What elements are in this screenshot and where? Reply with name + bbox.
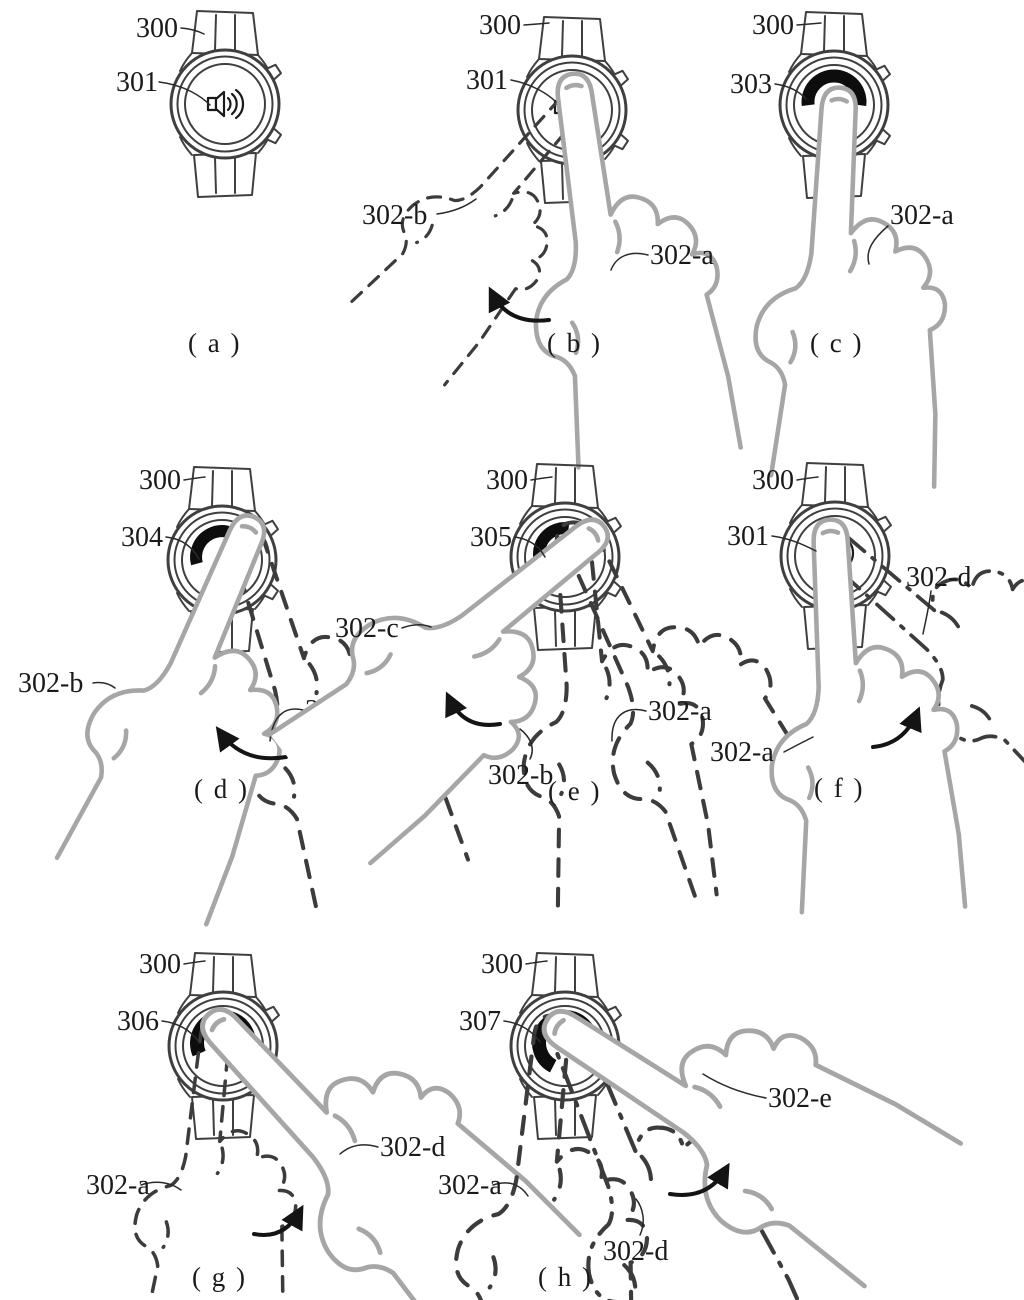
ref-label-302a: 302-a [86,1170,150,1201]
ref-label-301: 301 [466,65,508,96]
panel-caption: ( g ) [192,1262,247,1292]
ref-label-300: 300 [136,13,178,44]
rotation-arrow-cw [668,1162,730,1197]
ref-label-302b: 302-b [488,760,553,791]
leader-line-301 [158,81,211,106]
panel-caption: ( e ) [548,776,601,806]
leader-line-302a [611,708,647,742]
rotation-arrow-cw [871,706,922,749]
leader-line-302a [140,1181,182,1191]
ref-label-306: 306 [117,1006,159,1037]
pointing-hand-solid [746,83,962,487]
leader-line-300 [796,22,822,26]
panel-caption: ( c ) [810,328,863,358]
ref-label-302d: 302-d [906,562,971,593]
leader-line-305 [514,536,546,558]
leader-line-302a [783,736,814,753]
leader-line-302a [610,252,649,271]
leader-line-303 [774,83,807,100]
leader-line-302d [339,1144,379,1155]
panel-caption: ( b ) [547,328,602,358]
ref-label-304: 304 [121,522,163,553]
ref-label-302d: 302-d [380,1132,445,1163]
panel-caption: ( h ) [538,1262,593,1292]
leader-line-301 [510,79,557,103]
ref-label-302e: 302-e [768,1083,832,1114]
leader-line-300 [796,476,819,481]
panel-e: 300 305 302-c 302-b 302-a ( e ) [254,462,840,907]
leader-line-306 [161,1020,200,1043]
leader-line-302a [492,1182,529,1197]
ref-label-302a: 302-a [890,200,954,231]
ref-label-300: 300 [139,949,181,980]
leader-line-307 [503,1020,541,1043]
leader-line-302a [867,225,889,265]
leader-line-302b [92,681,116,689]
ref-label-300: 300 [139,465,181,496]
ref-label-302a: 302-a [650,240,714,271]
leader-line-302e [702,1073,767,1099]
panel-h: 300 307 302-e 302-a 302-d ( h ) [438,913,961,1300]
leader-line-300 [525,960,548,965]
ref-label-303: 303 [730,69,772,100]
panel-caption: ( d ) [194,774,249,804]
ref-label-307: 307 [459,1006,501,1037]
rotation-arrow-ccw [488,286,551,323]
leader-line-300 [523,22,550,26]
panel-f: 300 301 302-d 302-a ( f ) [710,455,1024,913]
panel-caption: ( a ) [188,328,241,358]
leader-line-302d [922,590,932,635]
leader-line-300 [530,476,553,481]
ref-label-302a: 302-a [438,1170,502,1201]
ref-label-300: 300 [752,10,794,41]
panel-g: 300 306 302-d 302-a ( g ) [86,929,579,1300]
volume-arc-303 [801,69,867,106]
ref-label-302d: 302-d [603,1236,668,1267]
leader-line-302b [436,198,477,215]
ref-label-302a: 302-a [710,737,774,768]
ref-label-300: 300 [479,10,521,41]
panel-b: 300 301 302-b 302-a ( b ) [336,10,741,470]
ref-label-301: 301 [116,67,158,98]
pointing-hand-solid [156,929,579,1300]
leader-line-304 [165,536,200,560]
ref-label-302c: 302-c [335,613,399,644]
ref-label-300: 300 [481,949,523,980]
ref-label-300: 300 [752,465,794,496]
leader-line-300 [183,476,206,481]
ref-label-302b: 302-b [18,668,83,699]
panel-c: 300 303 302-a ( c ) [730,10,961,487]
ref-label-301: 301 [727,521,769,552]
leader-line-302c [401,624,432,629]
ref-label-302b: 302-b [362,200,427,231]
rotation-arrow-ccw [445,691,502,727]
panel-caption: ( f ) [814,773,864,803]
leader-line-300 [180,27,205,35]
leader-line-302b [519,728,533,760]
rotation-arrow-ccw [215,726,288,761]
smartwatch-drawing [169,9,284,199]
leader-line-301 [771,535,817,552]
ref-label-300: 300 [486,465,528,496]
leader-line-302d [635,1198,644,1236]
leader-line-300 [183,960,206,965]
ref-label-305: 305 [470,522,512,553]
panel-a: 300 301 ( a ) [116,9,284,358]
ref-label-302a: 302-a [648,696,712,727]
rotation-arrow-cw [252,1204,304,1237]
